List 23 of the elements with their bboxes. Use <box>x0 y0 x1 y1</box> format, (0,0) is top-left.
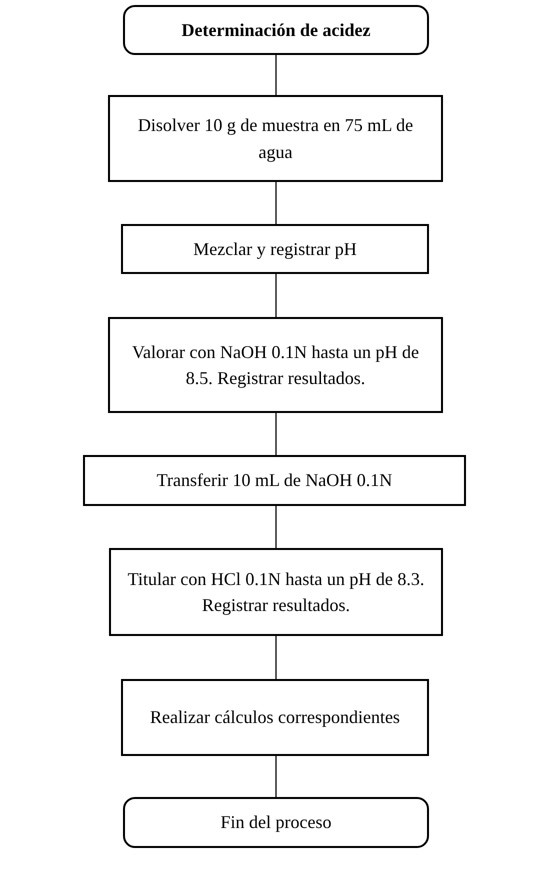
step-text: Valorar con NaOH 0.1N hasta un pH de 8.5. Registrar resultados. <box>131 340 420 390</box>
step-text: Realizar cálculos correspondientes <box>150 706 400 730</box>
step-text: Titular con HCl 0.1N hasta un pH de 8.3. Registrar resultados. <box>126 568 426 617</box>
process-box <box>83 455 466 506</box>
connector-line <box>275 274 277 317</box>
connector-line <box>275 756 277 797</box>
connector-line <box>275 413 277 455</box>
connector-line <box>275 636 277 679</box>
step-text: Mezclar y registrar pH <box>193 238 357 261</box>
connector-line <box>275 506 277 548</box>
process-box <box>109 548 443 636</box>
step-text: Determinación de acidez <box>182 18 370 42</box>
step-text: Transferir 10 mL de NaOH 0.1N <box>156 469 392 492</box>
start-terminal <box>123 5 429 55</box>
step-text: Fin del proceso <box>220 811 332 834</box>
process-box <box>108 95 443 182</box>
connector-line <box>275 182 277 224</box>
step-text: Disolver 10 g de muestra en 75 mL de agua <box>136 114 414 164</box>
process-box <box>108 317 443 413</box>
end-terminal <box>123 797 429 848</box>
process-box <box>121 679 429 756</box>
process-box <box>121 224 429 274</box>
connector-line <box>275 55 277 95</box>
